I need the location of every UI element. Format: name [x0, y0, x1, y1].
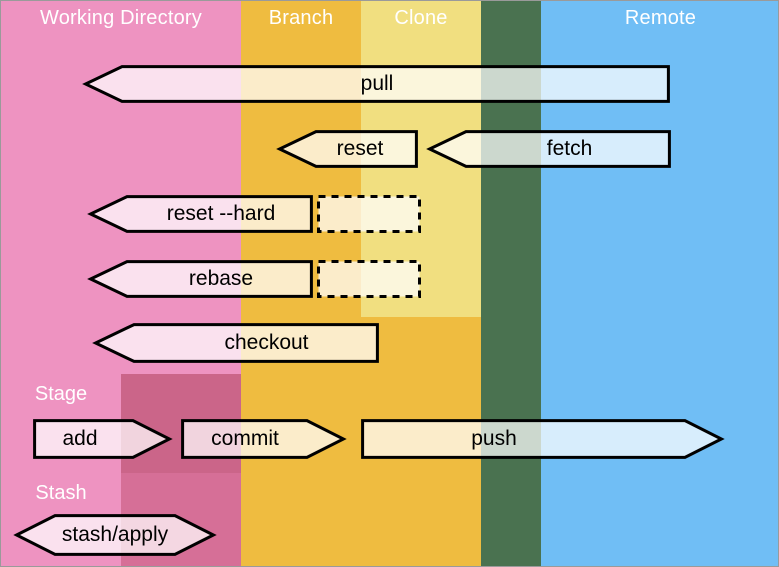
- dashed-box-reset-hard: [317, 195, 421, 233]
- arrow-reset-hard[interactable]: reset --hard: [87, 195, 313, 233]
- arrow-commit[interactable]: commit: [181, 419, 347, 459]
- arrow-reset[interactable]: reset: [276, 130, 418, 168]
- lane-label-working-directory: Working Directory: [40, 7, 202, 29]
- arrow-add[interactable]: add: [33, 419, 173, 459]
- overlay-label-stash: Stash: [35, 482, 87, 504]
- arrow-fetch[interactable]: fetch: [426, 130, 671, 168]
- lane-label-branch: Branch: [268, 7, 334, 29]
- arrow-push[interactable]: push: [361, 419, 725, 459]
- arrow-pull[interactable]: pull: [82, 65, 670, 103]
- lane-label-remote: Remote: [624, 7, 697, 29]
- arrow-checkout[interactable]: checkout: [92, 323, 379, 363]
- arrow-stash-apply[interactable]: stash/apply: [13, 514, 217, 556]
- lane-label-clone: Clone: [394, 7, 448, 29]
- arrow-rebase[interactable]: rebase: [87, 260, 313, 298]
- dashed-box-rebase: [317, 260, 421, 298]
- overlay-label-stage: Stage: [34, 383, 88, 405]
